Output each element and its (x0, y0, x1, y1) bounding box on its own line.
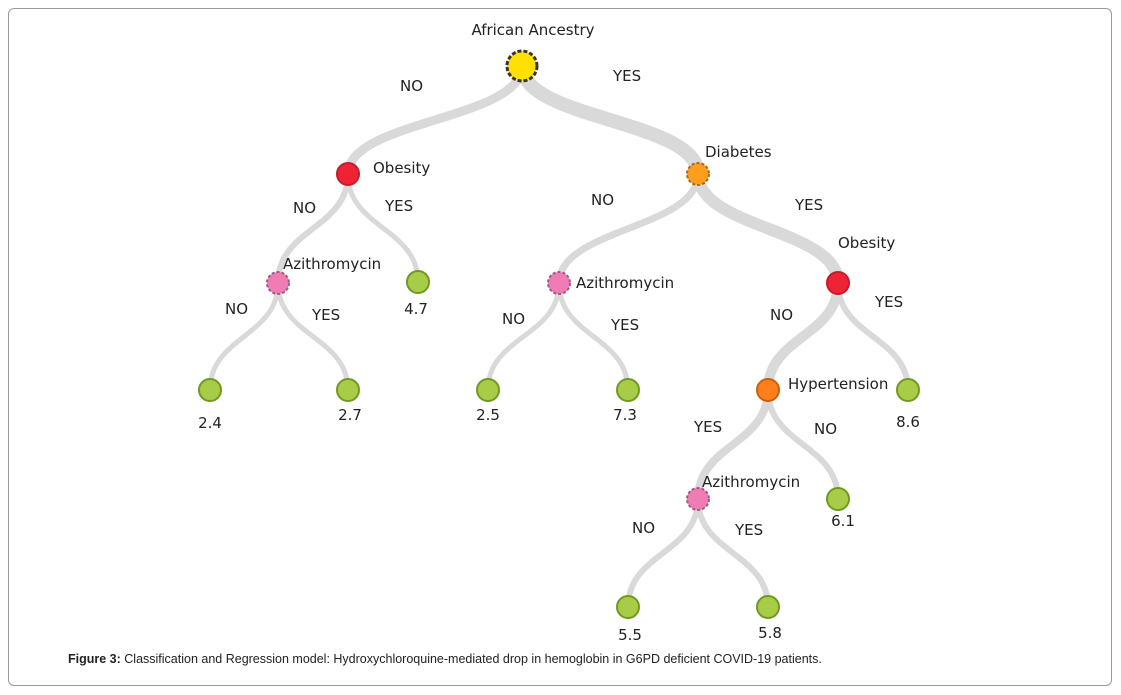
node-label-azithromycin-bottom: Azithromycin (702, 473, 800, 491)
edge-label-azi-bottom-no: NO (632, 519, 655, 537)
node-label-azithromycin-left: Azithromycin (283, 255, 381, 273)
leaf-node (476, 378, 500, 402)
tree-edge (345, 171, 421, 285)
edge-label-root-no: NO (400, 77, 423, 95)
edge-label-obesity-left-yes: YES (384, 197, 413, 215)
tree-edge (694, 386, 772, 503)
edge-label-azi-mid-no: NO (502, 310, 525, 328)
leaf-value: 7.3 (613, 406, 637, 424)
leaf-node (198, 378, 222, 402)
tree-edge (207, 280, 281, 393)
tree-nodes (198, 49, 920, 619)
edge-label-root-yes: YES (612, 67, 641, 85)
leaf-node (406, 270, 430, 294)
tree-edge (555, 170, 702, 287)
leaf-node (756, 595, 780, 619)
leaf-value: 5.5 (618, 626, 642, 644)
tree-edges (207, 59, 911, 610)
leaf-node (896, 378, 920, 402)
node-label-obesity-right: Obesity (838, 234, 895, 252)
edge-label-diabetes-no: NO (591, 191, 614, 209)
figure-caption: Figure 3: Classification and Regression … (68, 652, 1068, 666)
obesity-node (336, 162, 360, 186)
leaf-value: 2.5 (476, 406, 500, 424)
leaf-node (336, 378, 360, 402)
azithromycin-node (266, 271, 290, 295)
leaf-value: 2.4 (198, 414, 222, 432)
azithromycin-node (686, 487, 710, 511)
tree-edge (763, 278, 843, 395)
caption-text: Classification and Regression model: Hyd… (120, 652, 822, 666)
edge-label-hypertension-yes: YES (693, 418, 722, 436)
node-label-azithromycin-mid: Azithromycin (576, 274, 674, 292)
root-node (505, 49, 539, 83)
edge-label-obesity-right-yes: YES (874, 293, 903, 311)
edge-label-azi-left-yes: YES (311, 306, 340, 324)
leaf-value: 8.6 (896, 413, 920, 431)
tree-edge (515, 59, 705, 181)
leaf-value: 6.1 (831, 512, 855, 530)
tree-edge (485, 280, 562, 393)
figure-frame (8, 8, 1112, 686)
leaf-node (616, 378, 640, 402)
caption-label: Figure 3: (68, 652, 121, 666)
tree-edge (765, 387, 841, 502)
obesity-node (826, 271, 850, 295)
edge-label-azi-mid-yes: YES (610, 316, 639, 334)
edge-label-diabetes-yes: YES (794, 196, 823, 214)
edge-label-hypertension-no: NO (814, 420, 837, 438)
node-label-hypertension: Hypertension (788, 375, 888, 393)
edge-label-obesity-right-no: NO (770, 306, 793, 324)
node-label-obesity-left: Obesity (373, 159, 430, 177)
tree-edge (695, 496, 771, 610)
tree-edge (275, 171, 351, 286)
hypertension-node (756, 378, 780, 402)
tree-edge (275, 280, 351, 393)
tree-edge (692, 168, 844, 289)
tree-edge (343, 61, 527, 179)
azithromycin-node (547, 271, 571, 295)
leaf-value: 2.7 (338, 406, 362, 424)
leaf-value: 5.8 (758, 624, 782, 642)
leaf-node (616, 595, 640, 619)
node-label-african-ancestry: African Ancestry (471, 21, 594, 39)
diabetes-node (686, 162, 710, 186)
node-label-diabetes: Diabetes (705, 143, 772, 161)
tree-edge (556, 280, 631, 393)
tree-edge (835, 280, 911, 393)
edge-label-azi-bottom-yes: YES (734, 521, 763, 539)
edge-label-obesity-left-no: NO (293, 199, 316, 217)
edge-label-azi-left-no: NO (225, 300, 248, 318)
tree-edge (625, 496, 701, 610)
leaf-value: 4.7 (404, 300, 428, 318)
leaf-node (826, 487, 850, 511)
